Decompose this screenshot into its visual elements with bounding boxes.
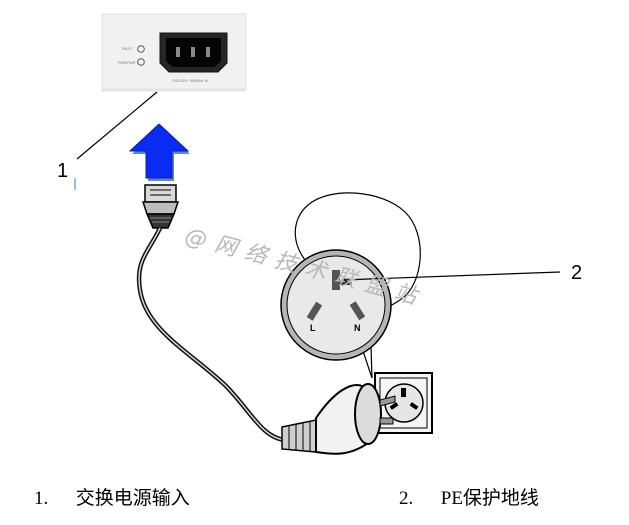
earth-slot-icon — [332, 270, 340, 290]
svg-text:L: L — [310, 323, 316, 333]
caption-2-text: PE保护地线 — [440, 488, 539, 509]
caption-1-text: 交换电源输入 — [75, 488, 190, 509]
callout-2-leader — [341, 271, 561, 281]
insert-arrow-icon — [128, 123, 190, 181]
callout-1-leader — [76, 91, 158, 160]
power-inlet-icon — [159, 32, 228, 73]
pwr-led-icon — [137, 58, 145, 66]
callout-2-number: 2 — [571, 262, 583, 284]
live-slot-icon — [306, 301, 323, 321]
fault-led-icon — [137, 45, 145, 53]
panel-rating-label: 100-240V~ 50/60Hz 3A — [172, 79, 209, 83]
socket-face-icon: L N — [280, 249, 392, 361]
caption-2-index: 2. — [399, 488, 414, 509]
mains-plug-icon — [281, 383, 396, 455]
svg-text:N: N — [354, 323, 361, 333]
device-panel: FAULT PWR/PWR 100-240V~ 50/60Hz 3A — [101, 13, 247, 92]
caption-2: 2. PE保护地线 — [399, 483, 539, 510]
c13-plug-icon — [141, 184, 180, 229]
callout-1-number: 1 — [57, 160, 69, 182]
panel-fault-label: FAULT — [122, 47, 133, 51]
caption-1: 1. 交换电源输入 — [34, 483, 190, 510]
caption-1-index: 1. — [34, 488, 49, 509]
panel-pwr-label: PWR/PWR — [118, 61, 136, 65]
neutral-slot-icon — [349, 301, 366, 321]
earth-mark-icon — [340, 277, 352, 285]
power-cord-highlight — [138, 227, 286, 441]
